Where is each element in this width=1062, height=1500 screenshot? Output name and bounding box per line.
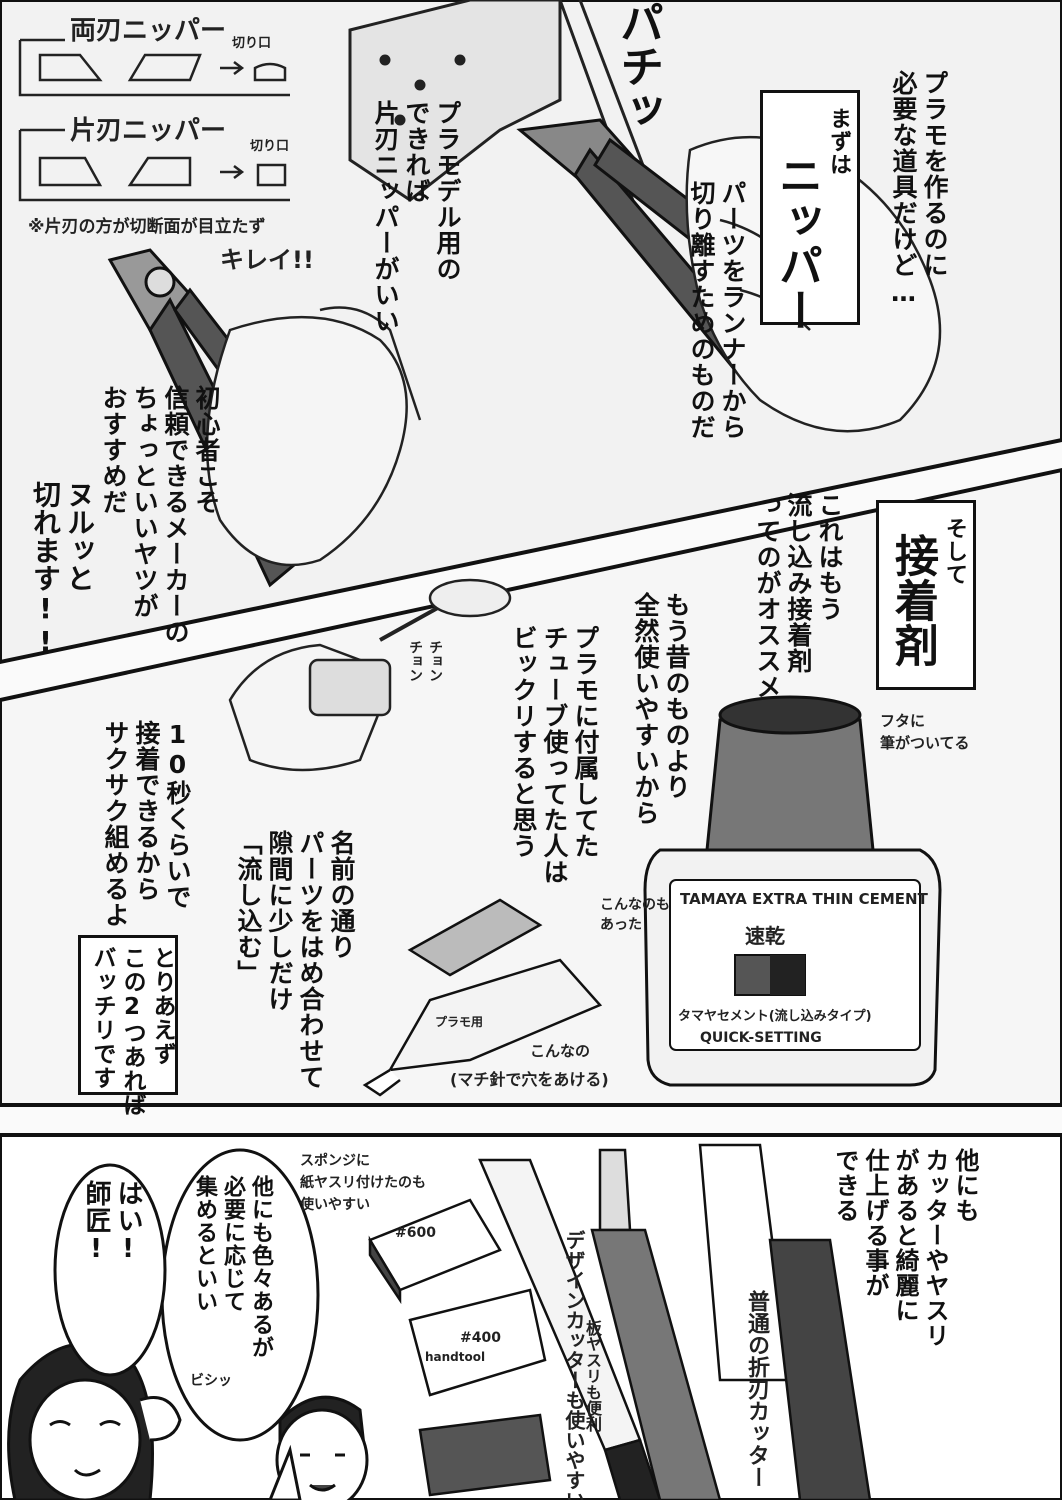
sfx-cut: ヌルッと 切れます!! [29, 480, 96, 658]
caption-10sec: 10秒くらいで 接着できるから サクサク組めるよ [101, 720, 192, 928]
gluing-hand [228, 578, 512, 772]
bottle-quick: QUICK-SETTING [700, 1030, 822, 1046]
narration-top: プラモを作るのに 必要な道具だけど… [889, 70, 949, 308]
character-girl [7, 1342, 182, 1500]
note-like-this: こんなの [530, 1042, 591, 1060]
hand-left [205, 306, 422, 567]
character-master [268, 1395, 369, 1500]
design-cutter [590, 1148, 722, 1500]
caption-other: 他にも カッターやヤスリ があると綺麗に 仕上げる事が できる [831, 1148, 979, 1348]
glue-tube [362, 898, 603, 1097]
diagram-note: ※片刃の方が切断面が目立たず [28, 217, 266, 237]
tube-label: プラモ用 [435, 1015, 484, 1029]
speech-balloon-girl [53, 1163, 167, 1377]
sponge-note: スポンジに 紙ヤスリ付けたのも 使いやすい [300, 1153, 426, 1213]
caption-name: 名前の通り パーツをはめ合わせて 隙間に少しだけ 「流し込む」 [234, 830, 356, 1090]
caption-model: プラモデル用の できれば 片刃ニッパーがいい [371, 100, 462, 334]
sponge-files [368, 1198, 552, 1497]
speech-master: 他にも色々あるが 必要に応じて 集めるといい [192, 1175, 273, 1359]
diagram-single-title: 片刃ニッパー [70, 116, 227, 146]
caption-beginner: 初心者こそ 信頼できるメーカーの ちょっといいヤツが おすすめだ [99, 385, 221, 645]
cement-bottle [643, 695, 942, 1087]
folding-cutter [698, 1143, 872, 1500]
caption-tube: プラモに付属してた チューブ使ってた人は ビックリすると思う [509, 625, 600, 885]
board-file-note: 板ヤスリも便利 [583, 1320, 602, 1432]
title-box-nipper: まずは ニッパー [760, 90, 860, 333]
bottle-brand: TAMAYA EXTRA THIN CEMENT [680, 890, 928, 908]
caption-purpose: パーツをランナーから 切り離すためのものだ [687, 180, 747, 440]
sfx-snip: パチッ [612, 0, 663, 132]
bottle-kanji: 速乾 [745, 924, 785, 948]
note-pin: (マチ針で穴をあける) [450, 1070, 609, 1089]
diagram-single-cut: 切り口 [250, 139, 290, 154]
nipper-diagram [18, 38, 290, 202]
sandpaper-label-1: #600 [395, 1225, 436, 1241]
note-cap: フタに 筆がついてる [880, 712, 970, 752]
note-also: こんなのも あった [600, 897, 670, 933]
bottle-jp: タマヤセメント(流し込みタイプ) [678, 1009, 872, 1024]
caption-enough: とりあえず この2つあれば バッチリです [89, 946, 175, 1117]
speech-girl: はい! 師匠! [81, 1180, 143, 1265]
sandpaper-label-3: handtool [425, 1350, 486, 1364]
title-box-big: ニッパー [771, 153, 822, 333]
sandpaper-label-2: #400 [460, 1330, 501, 1346]
design-cutter-note: デザインカッターも使いやすい [562, 1230, 586, 1500]
title-box-glue-small: そして [942, 517, 967, 586]
title-box-glue: そして 接着剤 [876, 500, 976, 690]
folding-cutter-note: 普通の折刃カッター [744, 1290, 769, 1488]
title-box-glue-big: 接着剤 [887, 533, 938, 668]
caption-enough-box: とりあえず この2つあれば バッチリです [78, 935, 178, 1117]
board-file [478, 1158, 662, 1500]
caption-flow: これはもう 流し込み接着剤 ってのがオススメ [753, 492, 844, 700]
diagram-double-title: 両刃ニッパー [70, 16, 227, 46]
sfx-salute: ビシッ [190, 1373, 232, 1389]
title-box-small: まずは [826, 107, 851, 176]
caption-easy: もう昔のものより 全然使いやすいから [631, 592, 691, 826]
diagram-double-cut: 切り口 [232, 36, 272, 51]
sfx-chon: チョン チョン [407, 640, 443, 682]
diagram-note-exclaim: キレイ!! [220, 246, 314, 274]
